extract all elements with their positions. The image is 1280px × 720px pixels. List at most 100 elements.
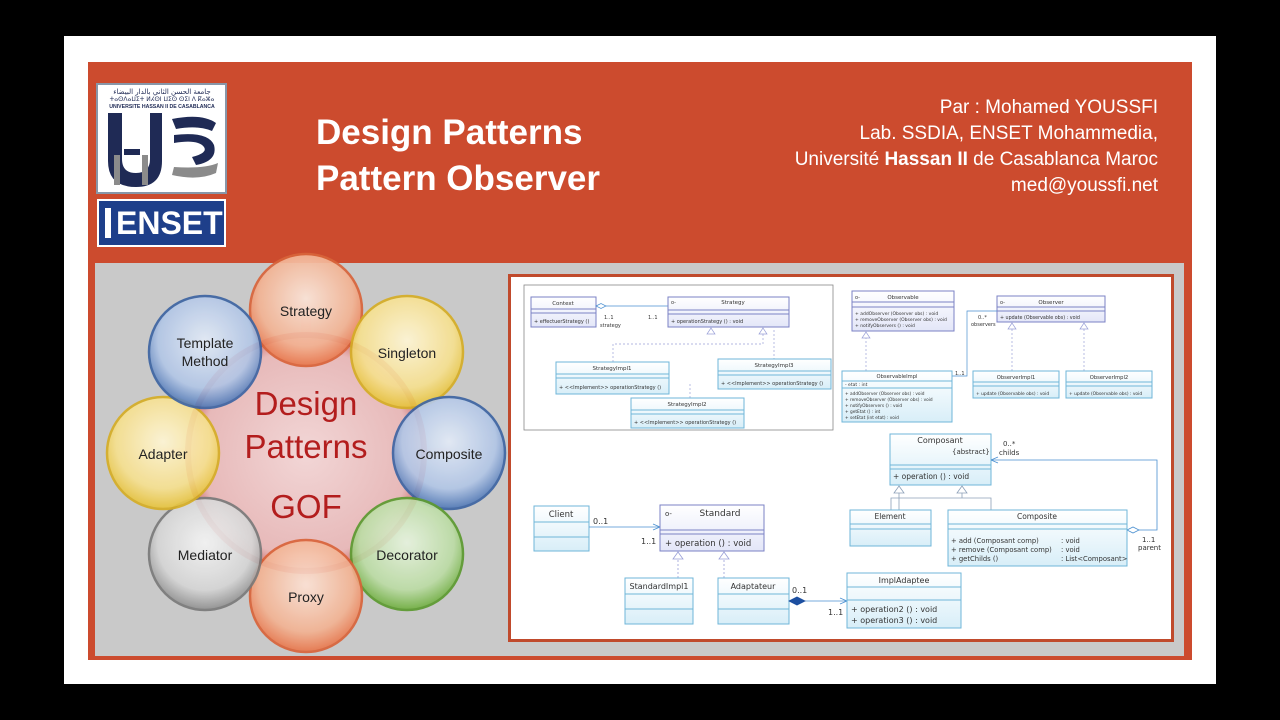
bubble-singleton[interactable]: Singleton <box>349 294 465 410</box>
impl2-op: + <<Implement>> operationStrategy () <box>634 420 736 426</box>
title-line-2: Pattern Observer <box>316 159 601 198</box>
uml-class-observer-impl2[interactable]: ObserverImpl2 + update (Observable obs) … <box>1065 370 1153 399</box>
title-line-1: Design Patterns <box>316 113 583 152</box>
uml-class-adaptateur[interactable]: Adaptateur <box>717 577 790 625</box>
observable-impl-name: ObservableImpl <box>877 374 918 380</box>
impl2-name: StrategyImpl2 <box>667 402 706 408</box>
composite-op-1: + add (Composant comp) <box>951 537 1039 545</box>
bubble-label-method: Method <box>182 353 229 369</box>
bubble-template-method[interactable]: Template Method <box>147 294 263 410</box>
bubble-mediator[interactable]: Mediator <box>147 496 263 612</box>
author-lab: Lab. SSDIA, ENSET Mohammedia, <box>859 123 1159 144</box>
enset-logo: ENSET <box>97 199 226 247</box>
observable-observer-link <box>952 310 997 377</box>
uml-class-standard-impl1[interactable]: StandardImpl1 <box>624 577 694 625</box>
adapter-mult-client: 0..1 <box>593 517 608 526</box>
uml-class-strategy[interactable]: o- Strategy + operationStrategy () : voi… <box>667 296 790 328</box>
uml-class-standard[interactable]: o- Standard + operation () : void <box>659 504 765 552</box>
strategy-mult-2: 1..1 <box>648 315 658 321</box>
bubble-label-strategy: Strategy <box>280 303 332 319</box>
composite-role-parent: parent <box>1138 544 1161 552</box>
uml-class-observable-impl[interactable]: ObservableImpl - etat : int + addObserve… <box>841 370 953 423</box>
bubble-composite[interactable]: Composite <box>391 395 507 511</box>
observable-stereo: o- <box>855 295 860 301</box>
composite-role-childs: childs <box>999 449 1020 457</box>
standard-op: + operation () : void <box>665 539 751 549</box>
strategy-realizations <box>612 330 775 398</box>
strategy-stereo: o- <box>671 300 676 306</box>
bubble-label-mediator: Mediator <box>178 547 233 563</box>
bubble-strategy[interactable]: Strategy <box>248 252 364 368</box>
strategy-role: strategy <box>600 323 621 329</box>
uml-class-client[interactable]: Client <box>533 505 590 552</box>
observer-impl1-name: ObserverImpl1 <box>997 375 1035 381</box>
composite-childs-link <box>991 459 1158 531</box>
observable-impl-op-2: + removeObserver (Observer obs) : void <box>845 397 933 403</box>
composite-type-3: : List<Composant> <box>1061 555 1127 563</box>
uml-class-strategy-impl3[interactable]: StrategyImpl3 + <<Implement>> operationS… <box>717 358 832 390</box>
standard-stereo: o- <box>665 510 672 518</box>
uml-class-observer[interactable]: o- Observer + update (Observable obs) : … <box>996 295 1106 323</box>
bubble-proxy[interactable]: Proxy <box>248 538 364 654</box>
enset-bar-icon <box>105 208 111 238</box>
logo-arabic-text: جامعة الحسن الثاني بالدار البيضاء <box>113 88 211 96</box>
composant-op: + operation () : void <box>893 472 969 481</box>
uml-class-impl-adaptee[interactable]: ImplAdaptee + operation2 () : void + ope… <box>846 572 962 629</box>
logo-latin-text: UNIVERSITÉ HASSAN II DE CASABLANCA <box>109 104 215 110</box>
standard-impl1-name: StandardImpl1 <box>630 582 689 591</box>
center-text-patterns: Patterns <box>245 428 368 465</box>
bubble-label-singleton: Singleton <box>378 345 436 361</box>
element-name: Element <box>874 512 905 521</box>
context-name: Context <box>552 301 574 307</box>
observer-mult-role: observers <box>971 322 996 328</box>
observable-op-3: + notifyObservers () : void <box>855 323 915 329</box>
composant-abstract: {abstract} <box>952 448 990 456</box>
logo-tifinagh-text: ⵜⴰⵙⴷⴰⵡⵉⵜ ⵍⵃⵙⵏ ⵡⵉⵙ ⵙⵉⵏ ⴷ ⴽⴰⵣⴰ <box>109 96 215 103</box>
uml-class-composant[interactable]: Composant {abstract} + operation () : vo… <box>889 433 992 486</box>
uml-class-strategy-impl2[interactable]: StrategyImpl2 + <<Implement>> operationS… <box>630 397 745 429</box>
observable-op-2: + removeObserver (Observer obs) : void <box>855 317 947 323</box>
bubble-label-template: Template <box>177 335 234 351</box>
strategy-diagram: Context + effectuerStrategy () 1..1 stra… <box>523 284 834 431</box>
bubble-label-adapter: Adapter <box>138 446 187 462</box>
impl3-name: StrategyImpl3 <box>754 363 794 369</box>
impl-adaptee-name: ImplAdaptee <box>879 576 930 585</box>
observable-impl-op-5: + setEtat (int etat) : void <box>845 415 899 421</box>
bubble-adapter[interactable]: Adapter <box>105 395 221 511</box>
composant-name: Composant <box>917 436 963 445</box>
uml-diagram-panel: Context + effectuerStrategy () 1..1 stra… <box>508 274 1174 642</box>
composite-op-2: + remove (Composant comp) <box>951 546 1052 554</box>
impl1-op: + <<Implement>> operationStrategy () <box>559 385 661 391</box>
university-emblem-icon <box>108 113 218 187</box>
author-block: Par : Mohamed YOUSSFI Lab. SSDIA, ENSET … <box>795 95 1158 199</box>
observable-name: Observable <box>887 295 919 301</box>
uml-class-context[interactable]: Context + effectuerStrategy () <box>530 296 597 328</box>
uml-class-observer-impl1[interactable]: ObserverImpl1 + update (Observable obs) … <box>972 370 1060 399</box>
observable-impl-op-1: + addObserver (Observer obs) : void <box>845 391 925 397</box>
observer-mult-many: 0..* <box>978 315 987 321</box>
observable-impl-op-4: + getEtat () : int <box>845 409 881 415</box>
composite-type-2: : void <box>1061 546 1080 554</box>
uml-class-observable[interactable]: o- Observable + addObserver (Observer ob… <box>851 290 955 332</box>
uml-class-composite[interactable]: Composite + add (Composant comp) + remov… <box>947 509 1128 567</box>
composite-op-3: + getChilds () <box>951 555 999 563</box>
bubble-label-proxy: Proxy <box>288 589 324 605</box>
composite-mult-parent: 1..1 <box>1142 536 1155 544</box>
bubble-label-composite: Composite <box>416 446 483 462</box>
enset-logo-text: ENSET <box>116 205 223 241</box>
uml-class-element[interactable]: Element <box>849 509 932 547</box>
composite-diagram: Composant {abstract} + operation () : vo… <box>849 433 1161 567</box>
observer-mult-one: 1..1 <box>955 371 965 377</box>
impl-adaptee-op-2: + operation3 () : void <box>851 616 937 625</box>
impl1-name: StrategyImpl1 <box>592 366 631 372</box>
bubble-label-decorator: Decorator <box>376 547 438 563</box>
adaptateur-name: Adaptateur <box>731 582 777 591</box>
uml-class-strategy-impl1[interactable]: StrategyImpl1 + <<Implement>> operationS… <box>555 361 670 395</box>
bubble-decorator[interactable]: Decorator <box>349 496 465 612</box>
adapter-diagram: Client 0..1 1..1 o- Standard + operation… <box>533 504 962 629</box>
strategy-mult-1: 1..1 <box>604 315 614 321</box>
observer-op: + update (Observable obs) : void <box>1000 315 1080 321</box>
center-text-gof: GOF <box>270 488 342 525</box>
impl-adaptee-op-1: + operation2 () : void <box>851 605 937 614</box>
observer-name: Observer <box>1038 300 1064 306</box>
